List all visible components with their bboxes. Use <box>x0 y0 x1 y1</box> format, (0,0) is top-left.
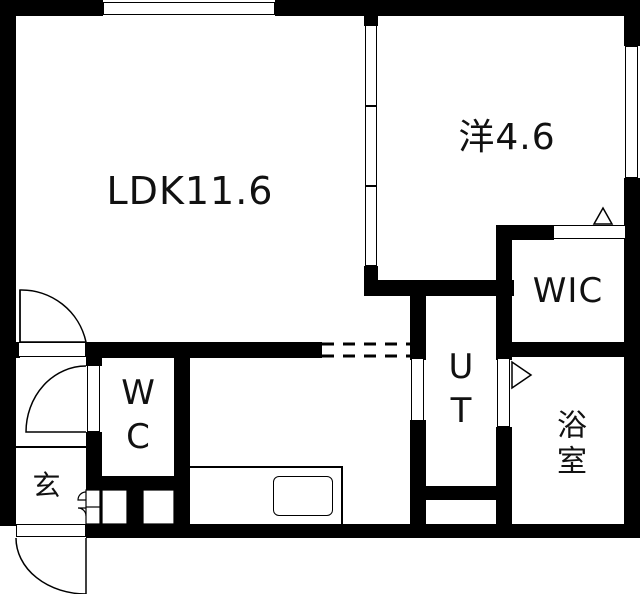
room-label-wc: WC <box>118 373 158 461</box>
sliding-door-divider-1 <box>365 105 377 107</box>
wall-bottom-left <box>0 510 16 526</box>
wall-top-right <box>275 0 640 16</box>
entrance-floor-line <box>16 446 86 448</box>
kitchen-counter-top <box>190 466 342 468</box>
dashed-opening <box>322 342 410 358</box>
door-swing-entrance <box>15 537 87 594</box>
room-label-ldk: LDK11.6 <box>106 169 274 213</box>
entrance-threshold-bottom <box>16 524 86 537</box>
wall-ut-left-bottom <box>410 420 426 530</box>
door-wic[interactable] <box>553 225 626 239</box>
room-wc: WC <box>102 358 174 476</box>
room-western: 洋4.6 <box>378 16 624 225</box>
wall-western-left-top <box>364 14 378 26</box>
wall-entrance-top <box>14 342 20 358</box>
wall-wc-left-top <box>86 342 102 366</box>
room-wic: WIC <box>512 240 624 342</box>
wall-ut-left-top <box>410 282 426 360</box>
wall-wic-bottom <box>496 342 636 357</box>
wall-wic-left <box>496 225 512 360</box>
room-label-bath: 浴室 <box>551 408 586 481</box>
room-label-ut: UT <box>441 347 481 435</box>
kitchen-sink <box>273 476 333 516</box>
wall-shoe-divider <box>127 476 143 532</box>
triangle-marker-icon <box>592 206 614 225</box>
window-ldk-top <box>103 2 275 15</box>
room-label-western: 洋4.6 <box>458 116 556 158</box>
door-bath[interactable] <box>497 358 510 427</box>
wall-right-upper <box>624 0 640 46</box>
room-entrance: 玄 <box>16 447 86 524</box>
wall-wic-top <box>496 225 554 240</box>
wall-bottom <box>86 524 640 538</box>
triangle-marker-icon <box>511 360 533 390</box>
wall-left <box>0 0 16 526</box>
door-swing-wc <box>25 365 87 433</box>
room-ut: UT <box>426 296 496 486</box>
door-swing-ldk <box>19 289 87 343</box>
wall-ut-bottom <box>410 486 510 500</box>
room-label-wic: WIC <box>532 271 604 311</box>
wall-western-bottom <box>364 280 514 296</box>
room-bath: 浴室 <box>512 357 624 524</box>
room-label-entrance: 玄 <box>32 468 62 502</box>
kitchen-counter-right <box>341 466 343 526</box>
wall-ldk-bottom <box>86 342 322 358</box>
room-ldk: LDK11.6 <box>16 16 364 342</box>
wall-top-left <box>0 0 103 16</box>
wall-ut-right-bottom <box>496 427 512 527</box>
sliding-door-western[interactable] <box>365 25 377 266</box>
door-wc[interactable] <box>87 365 100 432</box>
sliding-door-divider-2 <box>365 185 377 187</box>
window-western-right <box>625 46 638 178</box>
